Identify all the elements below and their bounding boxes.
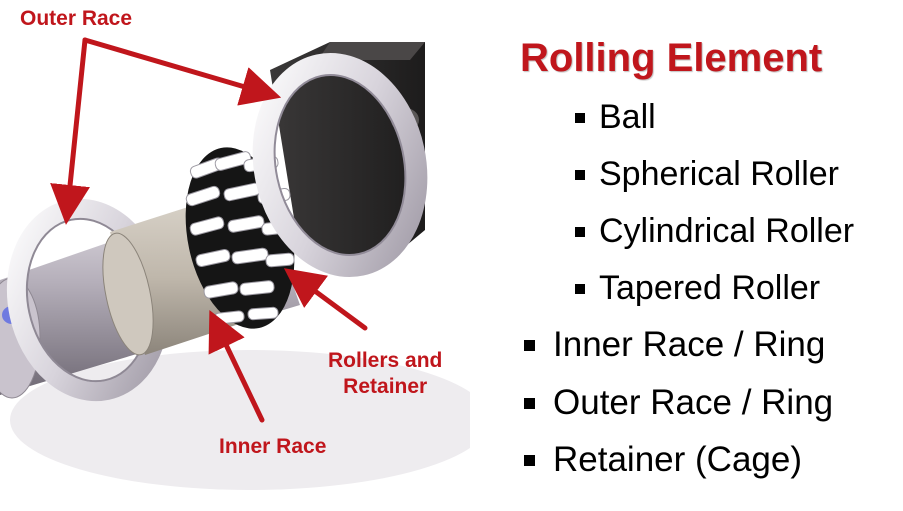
bullet-text: Retainer (Cage) xyxy=(553,440,802,479)
square-bullet-icon xyxy=(575,169,585,180)
bullet-retainer-cage: Retainer (Cage) xyxy=(524,440,802,480)
bullet-text: Tapered Roller xyxy=(599,269,821,307)
inner-race-label: Inner Race xyxy=(219,435,327,458)
callout-arrows xyxy=(50,37,368,423)
outer-race-right xyxy=(252,53,428,277)
bullet-text: Cylindrical Roller xyxy=(599,212,855,250)
rollers-label-line-2: Retainer xyxy=(343,375,428,399)
slide-heading: Rolling Element xyxy=(520,36,823,80)
sub-bullet-tapered-roller: Tapered Roller xyxy=(575,269,820,308)
outer-race-label: Outer Race xyxy=(20,7,133,30)
arrow-outer-race-to-right-ring xyxy=(82,37,282,106)
square-bullet-icon xyxy=(575,112,585,123)
sub-bullet-ball: Ball xyxy=(575,98,656,137)
bullet-text: Spherical Roller xyxy=(599,155,839,193)
bullet-text: Ball xyxy=(599,98,656,136)
bearing-exploded-illustration xyxy=(0,37,470,490)
sub-bullet-spherical-roller: Spherical Roller xyxy=(575,155,839,194)
sub-bullet-cylindrical-roller: Cylindrical Roller xyxy=(575,212,854,251)
rollers-label-line-1: Rollers and xyxy=(328,349,443,372)
bullet-outer-race-ring: Outer Race / Ring xyxy=(524,383,833,423)
square-bullet-icon xyxy=(575,283,585,294)
arrow-rollers-and-retainer xyxy=(283,268,368,331)
bullet-text: Outer Race / Ring xyxy=(553,383,834,422)
square-bullet-icon xyxy=(524,454,535,466)
arrow-outer-race-to-left-ring xyxy=(50,37,90,225)
square-bullet-icon xyxy=(524,397,535,409)
rollers-and-retainer-label: Rollers and Retainer xyxy=(328,348,442,401)
square-bullet-icon xyxy=(575,226,585,237)
bullet-inner-race-ring: Inner Race / Ring xyxy=(524,325,825,365)
arrow-inner-race xyxy=(208,309,265,423)
bullet-text: Inner Race / Ring xyxy=(553,325,826,364)
square-bullet-icon xyxy=(524,339,535,351)
